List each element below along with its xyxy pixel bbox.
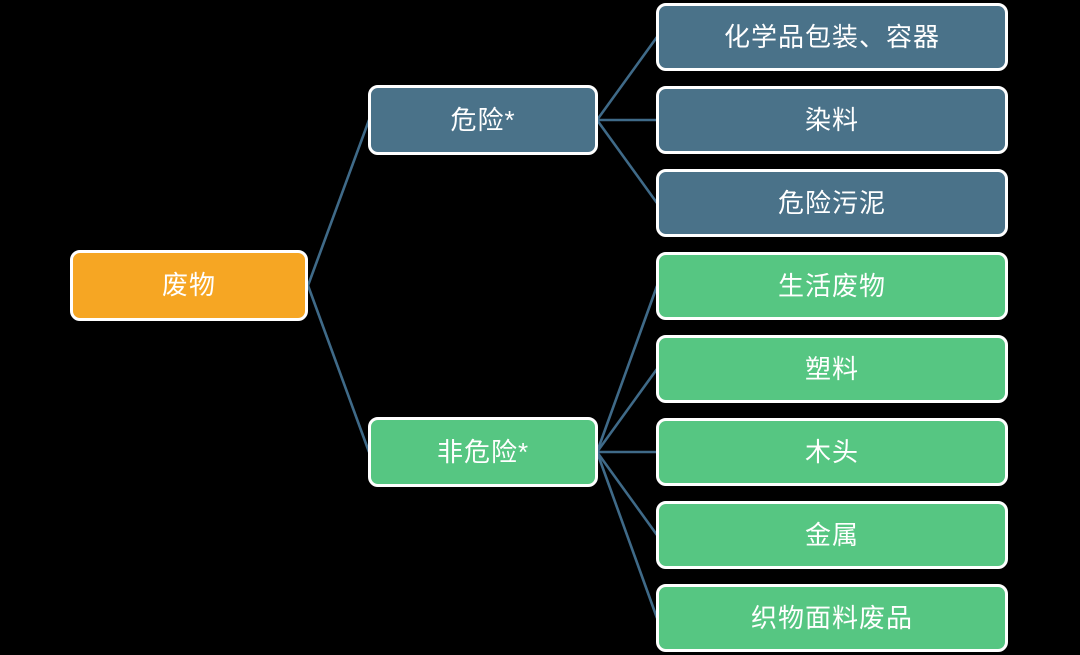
node-plastic: 塑料 [656, 335, 1008, 403]
connector-line [306, 285, 371, 453]
connector-line [595, 119, 659, 204]
connector-line [595, 451, 659, 536]
node-hazardous-sludge: 危险污泥 [656, 169, 1008, 237]
node-label: 非危险* [436, 436, 530, 467]
node-metal: 金属 [656, 501, 1008, 569]
node-label: 织物面料废品 [750, 602, 913, 633]
node-label: 金属 [804, 519, 859, 550]
node-wood: 木头 [656, 418, 1008, 486]
node-non-hazardous: 非危险* [368, 417, 598, 487]
node-label: 危险* [450, 104, 516, 135]
node-label: 废物 [161, 270, 216, 301]
connector-line [306, 119, 371, 286]
node-label: 染料 [804, 104, 859, 135]
node-label: 危险污泥 [777, 187, 886, 218]
connector-line [595, 36, 659, 121]
node-waste: 废物 [70, 250, 308, 321]
node-chemical-packaging-containers: 化学品包装、容器 [656, 3, 1008, 71]
node-label: 化学品包装、容器 [723, 21, 940, 52]
connector-line [595, 368, 659, 453]
node-textile-fabric-waste: 织物面料废品 [656, 584, 1008, 652]
node-label: 木头 [804, 436, 859, 467]
node-label: 生活废物 [777, 270, 886, 301]
node-dyes: 染料 [656, 86, 1008, 154]
node-label: 塑料 [804, 353, 859, 384]
connector-line [595, 451, 659, 619]
leaf-column: 化学品包装、容器 染料 危险污泥 生活废物 塑料 木头 金属 织物面料废品 [656, 3, 1008, 652]
node-hazardous: 危险* [368, 85, 598, 155]
connector-line [595, 285, 659, 453]
node-household-waste: 生活废物 [656, 252, 1008, 320]
